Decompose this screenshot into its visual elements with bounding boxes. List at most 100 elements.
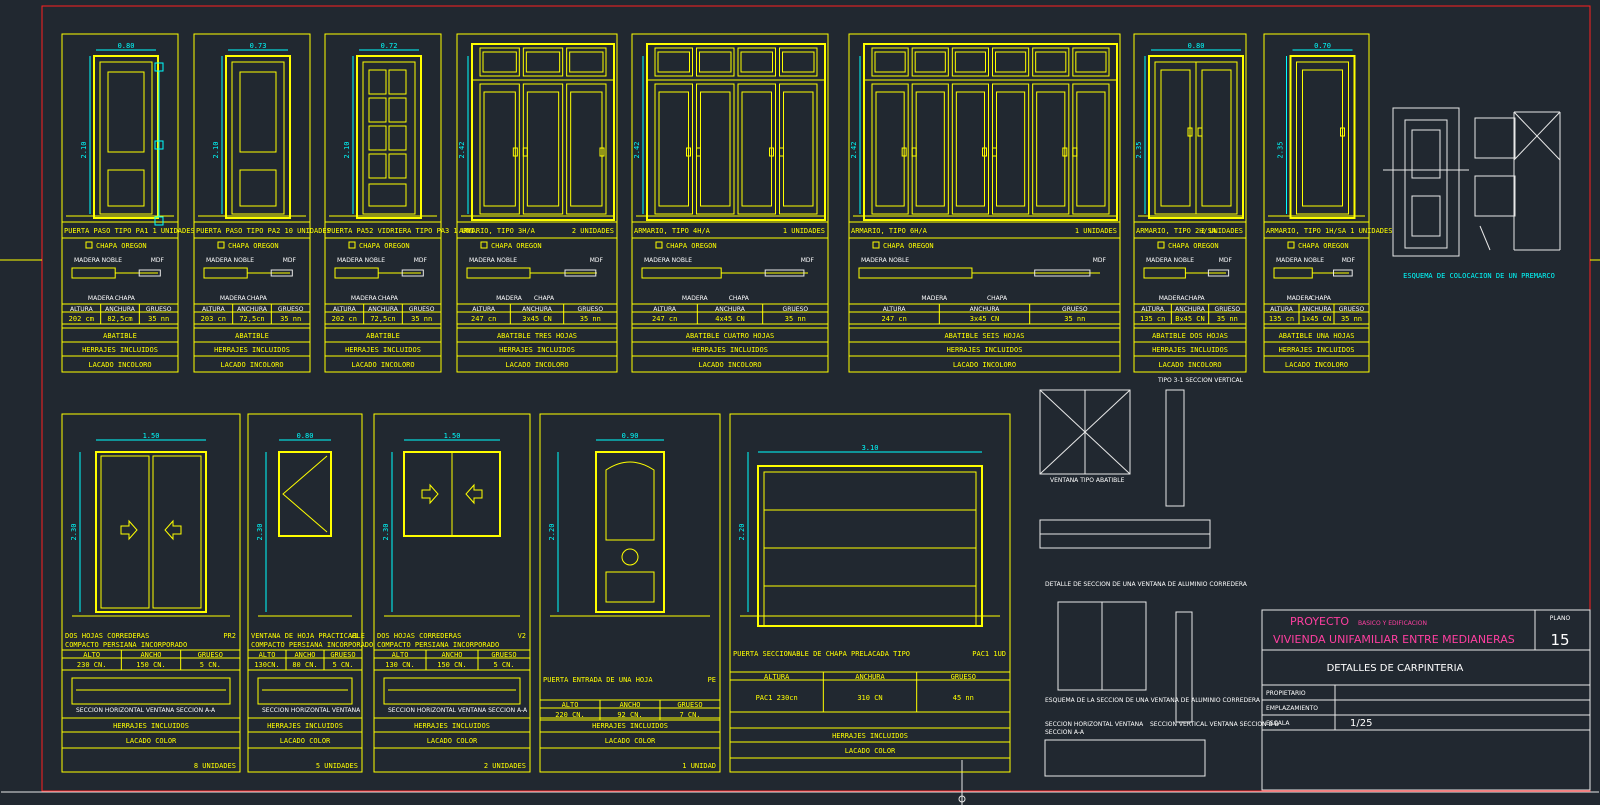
title-bar — [1133, 221, 1247, 239]
dims-value: 3x45 CN — [970, 315, 1000, 323]
width-text: 0.80 — [297, 432, 314, 440]
card-title: PUERTA SECCIONABLE DE CHAPA PRELACADA TI… — [733, 650, 910, 658]
title-bar — [193, 221, 311, 239]
detail-caption-2: TIPO 3-1 SECCION VERTICAL — [1157, 377, 1244, 384]
door-frame — [1148, 55, 1244, 219]
arrow-left-icon — [164, 519, 182, 541]
height-text: 2.20 — [738, 524, 746, 541]
dims-value: 72,5cn — [239, 315, 264, 323]
open-type: ABATIBLE CUATRO HOJAS — [686, 332, 775, 340]
leaf — [737, 83, 776, 215]
dims-value: 72,5cn — [370, 315, 395, 323]
dims-header: ANCHO — [294, 651, 315, 659]
leaf — [654, 83, 693, 215]
dims-value: 5 CN. — [200, 661, 221, 669]
top-leaf — [951, 47, 989, 77]
card-qty: 5 UNIDADES — [316, 762, 358, 770]
door-frame — [225, 55, 291, 219]
dims-header: GRUESO — [409, 306, 435, 313]
leaf — [231, 61, 285, 215]
ucs-origin — [958, 795, 966, 803]
dims-value: 4x45 CN — [715, 315, 745, 323]
dims-value: 7 CN. — [679, 711, 700, 719]
section-label-a: MADERA NOBLE — [1146, 257, 1194, 264]
dims-header: ANCHURA — [237, 306, 268, 313]
detail-diag-2 — [1039, 389, 1131, 475]
dims-value: 230 CN. — [77, 661, 107, 669]
dims-table — [1133, 303, 1247, 325]
leaf — [1296, 61, 1349, 215]
lower-panel — [239, 169, 277, 207]
top-leaf-panel — [525, 51, 561, 73]
knob — [1187, 127, 1193, 137]
leaf-panel — [1201, 69, 1232, 207]
dims-table — [631, 303, 829, 325]
premarco-door — [1404, 119, 1448, 249]
lower-panel — [107, 169, 145, 207]
knob — [1062, 147, 1068, 157]
peephole-icon — [621, 548, 639, 566]
dims-header: GRUESO — [1062, 306, 1088, 313]
dims-header: ALTO — [83, 651, 100, 659]
section-label-c: MADERA — [1159, 295, 1186, 302]
top-leaf-panel — [874, 51, 906, 73]
glass-pane — [388, 125, 407, 151]
premarco-panel-bottom — [1411, 195, 1441, 237]
leaf-panel — [1036, 91, 1066, 207]
height-text: 2.42 — [850, 142, 858, 159]
material-swatch — [217, 241, 225, 249]
top-leaf — [522, 47, 564, 77]
width-text: 0.90 — [622, 432, 639, 440]
leaf — [779, 83, 818, 215]
dims-header: ALTO — [259, 651, 276, 659]
leaf-left — [100, 455, 150, 609]
card-title: ARMARIO, TIPO 4H/A — [634, 227, 711, 235]
leaf — [479, 83, 520, 215]
premarco-corner-a — [1474, 117, 1516, 159]
finish-row — [324, 355, 442, 373]
material-swatch — [348, 241, 356, 249]
dims-header: GRUESO — [330, 651, 355, 659]
knob — [779, 147, 784, 157]
section-label-d: CHAPA — [987, 295, 1008, 302]
leaf — [951, 83, 989, 215]
section-noble — [334, 267, 379, 279]
section-label-d: CHAPA — [378, 295, 399, 302]
dims-value: 130CN. — [254, 661, 279, 669]
detail-caption-6: SECCION A-A — [1045, 729, 1085, 736]
hardware: HERRAJES INCLUIDOS — [345, 346, 421, 354]
dims-value: 150 CN. — [136, 661, 166, 669]
tb-proyecto: PROYECTO — [1290, 615, 1349, 628]
tb-plano-number: 15 — [1550, 631, 1569, 649]
dims-value: 45 nn — [953, 694, 974, 702]
top-leaf — [911, 47, 949, 77]
card-qty: 2 UNIDADES — [1201, 227, 1243, 235]
dims-value: 92 CN. — [617, 711, 642, 719]
width-text: 0.72 — [381, 42, 398, 50]
premarco-detail: ESQUEMA DE COLOCACION DE UN PREMARCO — [1383, 107, 1561, 280]
section-label-a: MADERA NOBLE — [861, 257, 909, 264]
dims-value: 150 CN. — [437, 661, 467, 669]
top-leaf-panel — [569, 51, 604, 73]
dims-value: 35 nn — [1217, 315, 1238, 323]
leaf-panel — [783, 91, 814, 207]
hardware: HERRAJES INCLUIDOS — [82, 346, 158, 354]
dims-header: ALTO — [392, 651, 409, 659]
title-bar — [456, 221, 618, 239]
material-label: CHAPA OREGON — [666, 242, 717, 250]
finish: LACADO COLOR — [280, 737, 331, 745]
upper-panel — [239, 71, 277, 153]
width-text: 3.10 — [862, 444, 879, 452]
open-type: ABATIBLE DOS HOJAS — [1152, 332, 1228, 340]
profile-caption: SECCION HORIZONTAL VENTANA SECCION A-A — [76, 707, 216, 714]
finish-row — [729, 741, 1011, 759]
glass-pane — [388, 69, 407, 95]
card-qty: 2 UNIDADES — [484, 762, 526, 770]
finish-row — [539, 731, 721, 749]
